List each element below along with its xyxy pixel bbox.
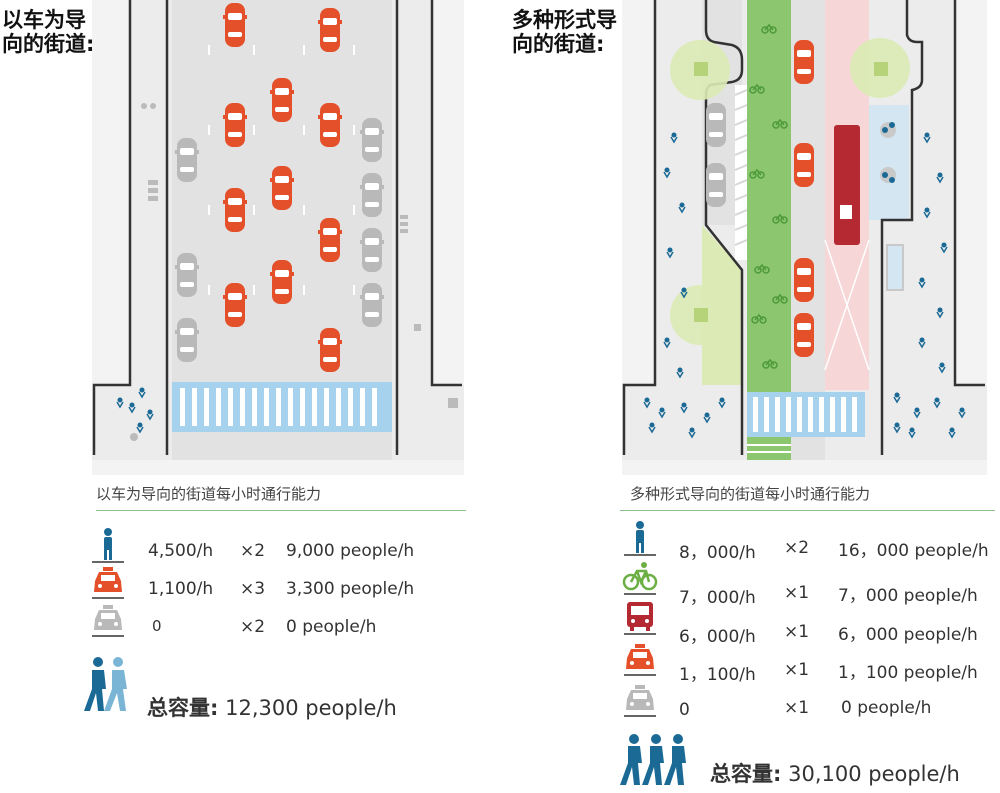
left-row-private-car-result: 0 people/h (286, 617, 377, 637)
right-total-label: 总容量: (710, 762, 782, 786)
left-capacity-caption: 以车为导向的街道每小时通行能力 (96, 485, 322, 503)
right-row-private-car-rate: 0 (679, 700, 690, 720)
left-row-car-multiplier: ×3 (240, 579, 266, 599)
left-total: 总容量: 12,300 people/h (147, 692, 397, 722)
bicycle-icon (622, 562, 658, 595)
right-label-line-2: 向的街道: (512, 32, 605, 56)
pedestrian-icon (92, 528, 124, 563)
right-row-private-car-result: 0 people/h (841, 698, 932, 718)
right-row-pedestrian-multiplier: ×2 (784, 538, 810, 558)
left-street-label: 以车为导 向的街道: (2, 8, 94, 56)
right-row-bus-rate: 6，000/h (679, 627, 756, 647)
pedestrian-pair-icon (84, 657, 127, 711)
right-row-car-result: 1，100 people/h (838, 663, 978, 683)
pedestrian-icon (624, 521, 656, 556)
pedestrian-group-icon (620, 734, 686, 785)
left-row-pedestrian-result: 9,000 people/h (286, 541, 415, 561)
bus-icon (624, 602, 656, 635)
right-row-private-car-multiplier: ×1 (784, 698, 810, 718)
left-caption-rule (96, 510, 466, 511)
car-gray-icon (92, 605, 124, 637)
car-oriented-street-plan (92, 0, 464, 475)
car-orange-icon (624, 644, 656, 676)
right-row-bus-multiplier: ×1 (784, 622, 810, 642)
right-total: 总容量: 30,100 people/h (710, 758, 960, 788)
left-row-private-car-rate: 0 (152, 617, 162, 635)
right-row-pedestrian-rate: 8，000/h (679, 543, 756, 563)
right-row-bus-result: 6，000 people/h (838, 625, 978, 645)
right-row-car-rate: 1，100/h (679, 665, 756, 685)
right-total-value: 30,100 people/h (788, 762, 960, 786)
left-total-label: 总容量: (147, 696, 219, 720)
car-orange-icon (92, 567, 124, 599)
left-row-pedestrian-rate: 4,500/h (148, 541, 214, 561)
left-label-line-1: 以车为导 (2, 8, 86, 32)
right-row-bicycle-rate: 7，000/h (679, 588, 756, 608)
left-row-private-car-multiplier: ×2 (240, 617, 266, 637)
right-row-car-multiplier: ×1 (784, 660, 810, 680)
multimodal-street-plan (622, 0, 987, 475)
right-street-label: 多种形式导 向的街道: (512, 8, 617, 56)
right-capacity-caption: 多种形式导向的街道每小时通行能力 (630, 485, 871, 503)
right-row-bicycle-result: 7，000 people/h (838, 586, 978, 606)
left-row-car-result: 3,300 people/h (286, 579, 415, 599)
right-label-line-1: 多种形式导 (512, 8, 617, 32)
right-row-pedestrian-result: 16，000 people/h (838, 541, 989, 561)
left-label-line-2: 向的街道: (2, 32, 95, 56)
right-row-bicycle-multiplier: ×1 (784, 583, 810, 603)
left-total-value: 12,300 people/h (225, 696, 397, 720)
left-row-pedestrian-multiplier: ×2 (240, 541, 266, 561)
right-caption-rule (620, 510, 995, 511)
left-row-car-rate: 1,100/h (148, 579, 214, 599)
car-gray-icon (624, 685, 656, 717)
